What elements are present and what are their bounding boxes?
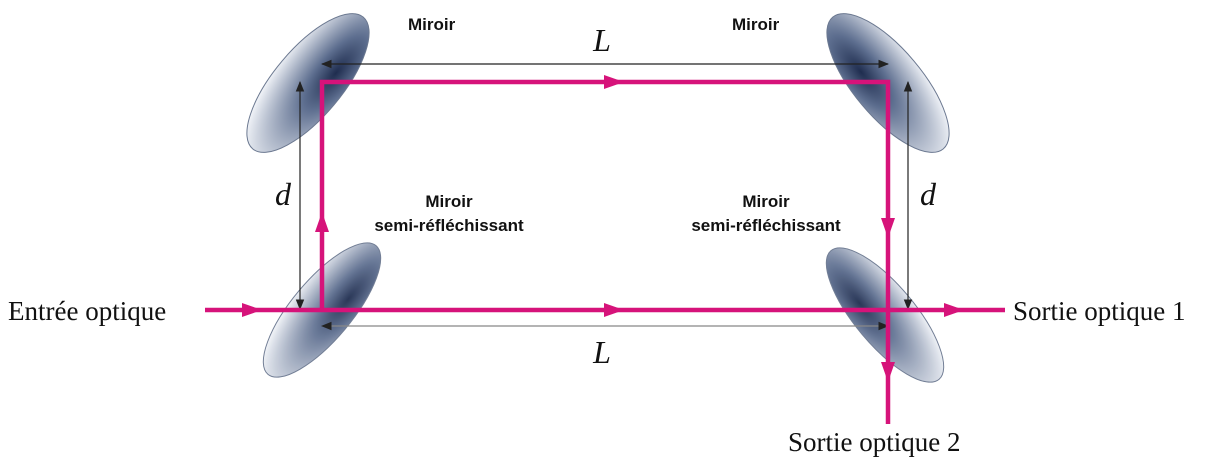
label-length-top: L (592, 22, 611, 58)
beamsplitter-right (825, 247, 945, 383)
label-length-bottom: L (592, 334, 611, 370)
label-beamsplitter-left-line2: semi-réfléchissant (374, 216, 524, 235)
label-beamsplitter-right-line2: semi-réfléchissant (691, 216, 841, 235)
label-mirror-top-left: Miroir (408, 15, 456, 34)
beam-arrows (242, 75, 964, 382)
dimension-lines (295, 59, 913, 331)
label-input: Entrée optique (8, 296, 166, 326)
beam-arrow-output1 (944, 303, 964, 317)
label-distance-right: d (920, 176, 937, 212)
label-output1: Sortie optique 1 (1013, 296, 1185, 326)
label-output2: Sortie optique 2 (788, 427, 960, 457)
beam-arrow-up (315, 212, 329, 232)
label-beamsplitter-right-line1: Miroir (742, 192, 790, 211)
label-beamsplitter-left-line1: Miroir (425, 192, 473, 211)
beam-arrow-bottom (604, 303, 624, 317)
beam-arrow-top (604, 75, 624, 89)
mirror-top-left (246, 13, 370, 153)
beam-arrow-output2 (881, 362, 895, 382)
label-mirror-top-right: Miroir (732, 15, 780, 34)
beam-arrow-down (881, 218, 895, 238)
beam-upper-arm (319, 79, 891, 310)
beam-arrow-input (242, 303, 262, 317)
label-distance-left: d (275, 176, 292, 212)
